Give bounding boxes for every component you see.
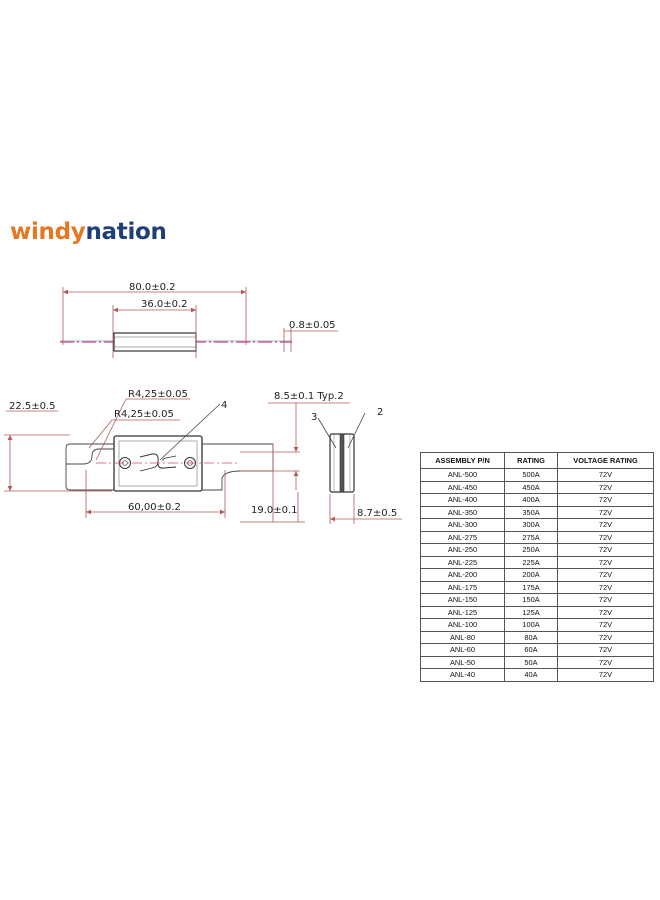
dim-height: 22.5±0.5: [9, 401, 56, 412]
cell-voltage-rating: 72V: [557, 568, 654, 582]
cell-assembly-pn: ANL-60: [420, 643, 505, 657]
cell-voltage-rating: 72V: [557, 605, 654, 619]
header-rating: RATING: [504, 452, 558, 469]
dim-side-width: 8.7±0.5: [357, 508, 397, 519]
cell-voltage-rating: 72V: [557, 593, 654, 607]
table-header-row: ASSEMBLY P/N RATING VOLTAGE RATING: [420, 452, 654, 469]
cell-assembly-pn: ANL-275: [420, 530, 505, 544]
cell-voltage-rating: 72V: [557, 518, 654, 532]
cell-assembly-pn: ANL-100: [420, 618, 505, 632]
cell-rating: 225A: [504, 555, 558, 569]
cell-rating: 60A: [504, 643, 558, 657]
brand-logo: windynation: [10, 218, 167, 246]
callout-2: 2: [377, 407, 383, 418]
cell-assembly-pn: ANL-200: [420, 568, 505, 582]
cell-voltage-rating: 72V: [557, 543, 654, 557]
cell-rating: 350A: [504, 505, 558, 519]
header-assembly-pn: ASSEMBLY P/N: [420, 452, 505, 469]
cell-rating: 250A: [504, 543, 558, 557]
cell-rating: 500A: [504, 468, 558, 482]
brand-part-nation: nation: [85, 219, 167, 245]
cell-voltage-rating: 72V: [557, 555, 654, 569]
front-left-slot: [66, 448, 114, 465]
cell-rating: 80A: [504, 630, 558, 644]
callout-4: 4: [221, 400, 227, 411]
cell-assembly-pn: ANL-225: [420, 555, 505, 569]
cell-assembly-pn: ANL-250: [420, 543, 505, 557]
brand-part-windy: windy: [10, 219, 86, 245]
dim-top-inner: 36.0±0.2: [141, 299, 188, 310]
front-view: [4, 398, 350, 523]
header-voltage-rating: VOLTAGE RATING: [557, 452, 654, 469]
cell-rating: 300A: [504, 518, 558, 532]
cell-voltage-rating: 72V: [557, 480, 654, 494]
cell-rating: 125A: [504, 605, 558, 619]
dim-radius-1: R4,25±0.05: [128, 389, 188, 400]
cell-rating: 200A: [504, 568, 558, 582]
cell-voltage-rating: 72V: [557, 530, 654, 544]
fuse-spec-table: ASSEMBLY P/N RATING VOLTAGE RATING ANL-5…: [420, 452, 654, 682]
cell-voltage-rating: 72V: [557, 468, 654, 482]
cell-assembly-pn: ANL-300: [420, 518, 505, 532]
dim-radius-2: R4,25±0.05: [114, 409, 174, 420]
top-fuse-body: [113, 332, 197, 352]
cell-voltage-rating: 72V: [557, 643, 654, 657]
cell-assembly-pn: ANL-125: [420, 605, 505, 619]
cell-assembly-pn: ANL-500: [420, 468, 505, 482]
cell-rating: 450A: [504, 480, 558, 494]
cell-voltage-rating: 72V: [557, 493, 654, 507]
cell-assembly-pn: ANL-175: [420, 580, 505, 594]
dim-tab-length: 19.0±0.1: [251, 505, 298, 516]
cell-assembly-pn: ANL-50: [420, 655, 505, 669]
dim-hole-spacing: 60,00±0.2: [128, 502, 181, 513]
dim-top-thickness: 0.8±0.05: [289, 320, 336, 331]
cell-rating: 40A: [504, 668, 558, 682]
cell-assembly-pn: ANL-80: [420, 630, 505, 644]
cell-assembly-pn: ANL-350: [420, 505, 505, 519]
cell-rating: 400A: [504, 493, 558, 507]
cell-voltage-rating: 72V: [557, 618, 654, 632]
cell-voltage-rating: 72V: [557, 580, 654, 594]
cell-assembly-pn: ANL-40: [420, 668, 505, 682]
side-view: [317, 412, 402, 524]
cell-assembly-pn: ANL-150: [420, 593, 505, 607]
dim-top-length: 80.0±0.2: [129, 282, 176, 293]
cell-voltage-rating: 72V: [557, 630, 654, 644]
cell-assembly-pn: ANL-400: [420, 493, 505, 507]
cell-rating: 100A: [504, 618, 558, 632]
cell-voltage-rating: 72V: [557, 668, 654, 682]
cell-rating: 150A: [504, 593, 558, 607]
cell-assembly-pn: ANL-450: [420, 480, 505, 494]
dim-side-typ: 8.5±0.1 Typ.2: [274, 391, 344, 402]
cell-rating: 50A: [504, 655, 558, 669]
cell-voltage-rating: 72V: [557, 505, 654, 519]
cell-rating: 275A: [504, 530, 558, 544]
top-view: [60, 287, 338, 358]
callout-3: 3: [311, 412, 317, 423]
cell-voltage-rating: 72V: [557, 655, 654, 669]
cell-rating: 175A: [504, 580, 558, 594]
